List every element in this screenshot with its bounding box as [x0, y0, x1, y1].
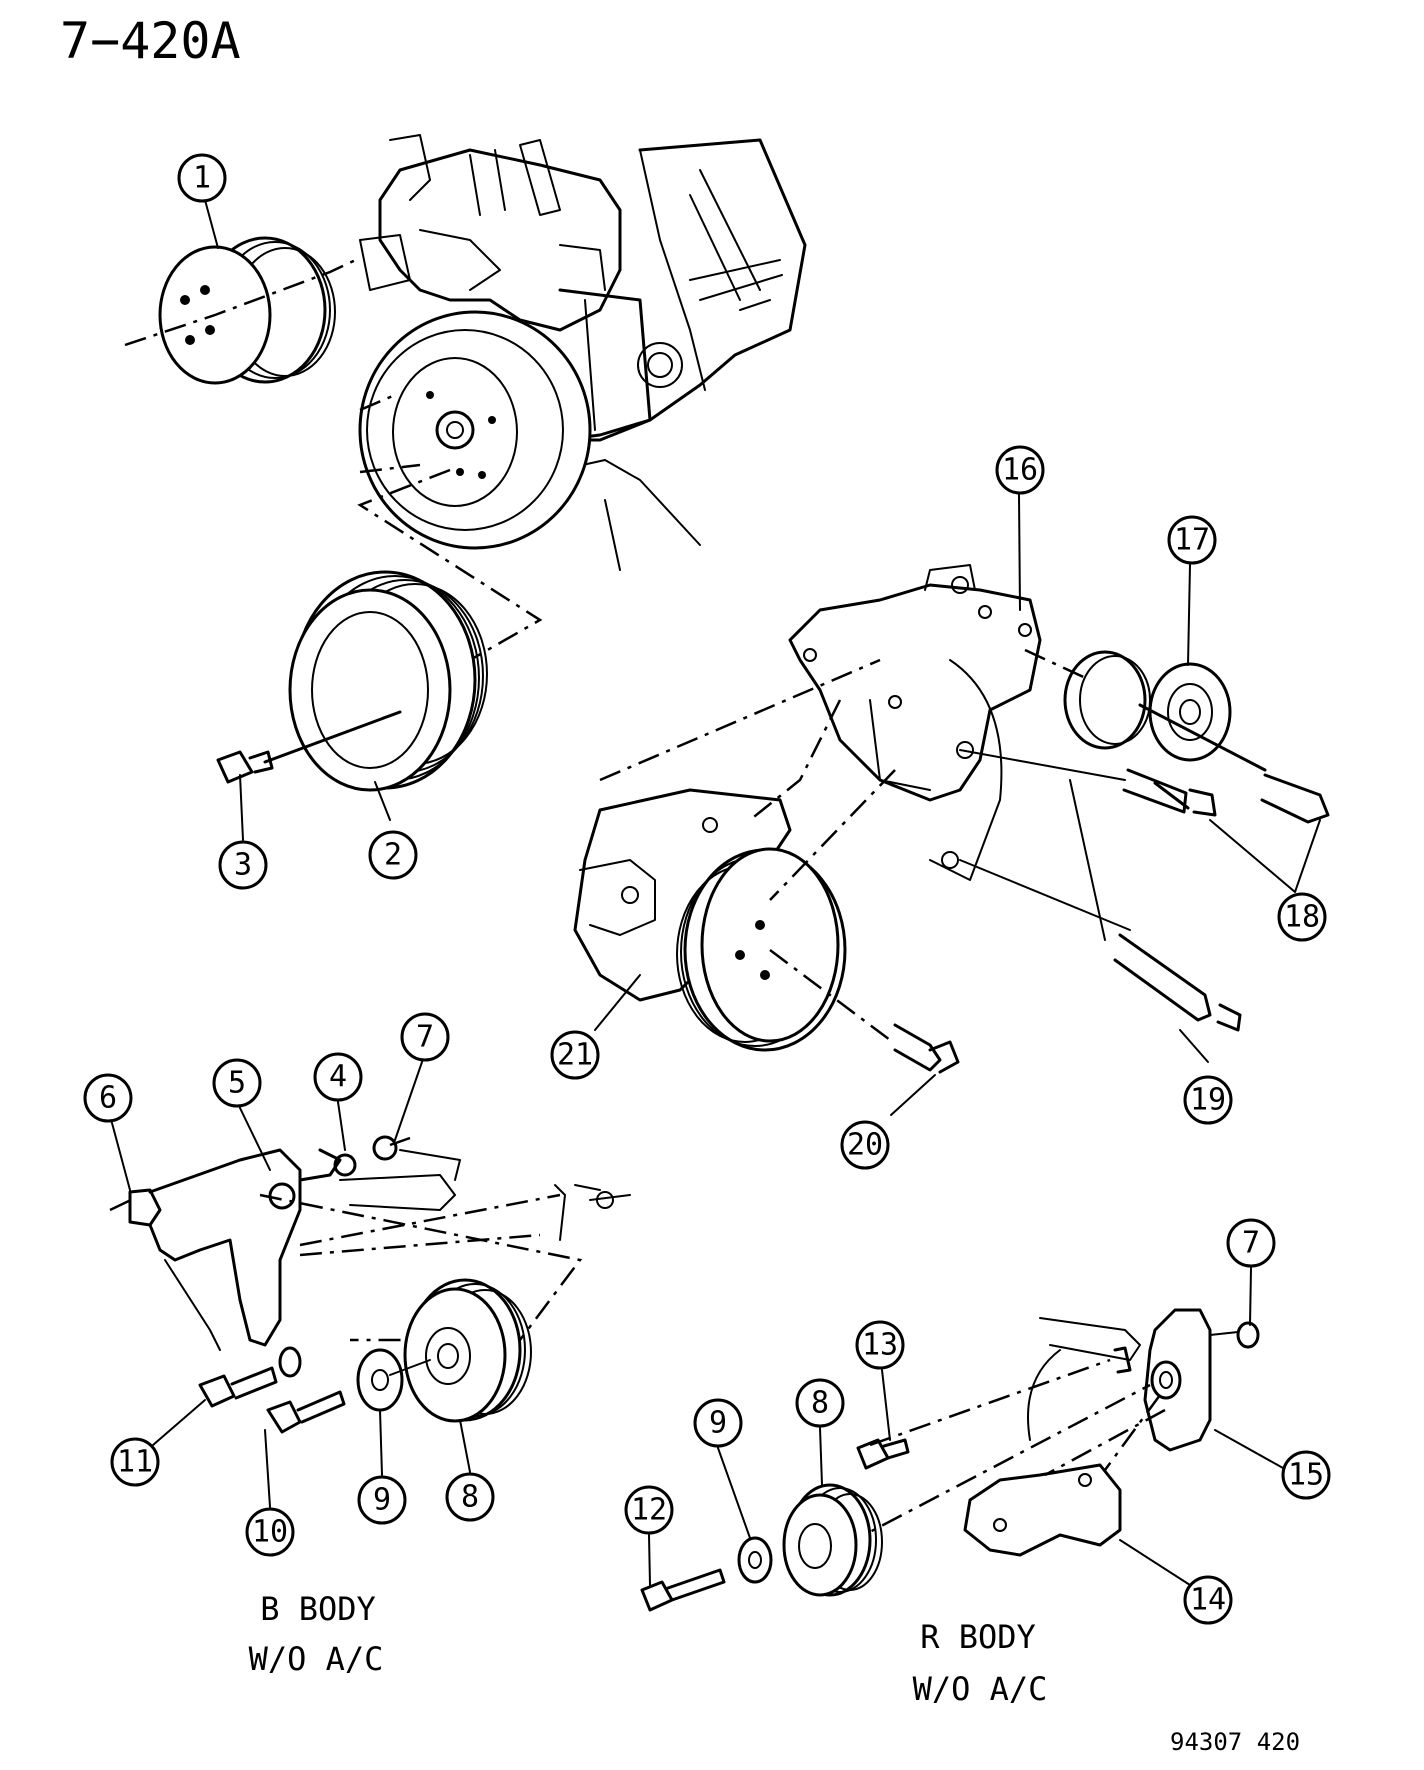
figure-id: 94307 420 — [1170, 1728, 1300, 1756]
idler-bracket-drawing — [573, 564, 1330, 1074]
callout-5: 5 — [212, 1058, 262, 1108]
callout-10: 10 — [245, 1507, 295, 1557]
callout-3: 3 — [218, 840, 268, 890]
callout-7-r-body-label: 7 — [1242, 1226, 1260, 1261]
callout-4-label: 4 — [329, 1060, 347, 1095]
callout-19: 19 — [1183, 1075, 1233, 1125]
callout-9-label: 9 — [373, 1483, 391, 1518]
callout-14: 14 — [1183, 1575, 1233, 1625]
page-number: 7−420A — [60, 12, 241, 70]
callout-8-r-body: 8 — [795, 1378, 845, 1428]
callout-7: 7 — [400, 1012, 450, 1062]
callout-8-r-body-label: 8 — [811, 1386, 829, 1421]
callout-19-label: 19 — [1190, 1083, 1226, 1118]
callout-17: 17 — [1167, 515, 1217, 565]
caption-b-body-line2: W/O A/C — [249, 1640, 384, 1678]
callout-15-label: 15 — [1288, 1458, 1324, 1493]
leader-lines — [111, 199, 1321, 1586]
callout-11: 11 — [110, 1437, 160, 1487]
callout-9-r-body: 9 — [693, 1398, 743, 1448]
callout-7-label: 7 — [416, 1020, 434, 1055]
callout-2-label: 2 — [384, 838, 402, 873]
callout-21: 21 — [550, 1030, 600, 1080]
caption-b-body: B BODY W/O A/C — [249, 1590, 384, 1678]
callout-5-label: 5 — [228, 1066, 246, 1101]
callout-12: 12 — [624, 1485, 674, 1535]
callout-12-label: 12 — [631, 1493, 667, 1528]
r-body-drawing — [640, 1308, 1260, 1612]
callout-8: 8 — [445, 1472, 495, 1522]
callout-17-label: 17 — [1174, 523, 1210, 558]
callout-4: 4 — [313, 1052, 363, 1102]
callout-11-label: 11 — [117, 1445, 153, 1480]
callout-7-r-body: 7 — [1226, 1218, 1276, 1268]
callout-1: 1 — [177, 153, 227, 203]
callout-16: 16 — [995, 445, 1045, 495]
callout-15: 15 — [1281, 1450, 1331, 1500]
callout-16-label: 16 — [1002, 453, 1038, 488]
callout-18-label: 18 — [1284, 900, 1320, 935]
caption-r-body-line1: R BODY — [920, 1618, 1036, 1656]
caption-r-body: R BODY W/O A/C — [913, 1618, 1048, 1708]
caption-r-body-line2: W/O A/C — [913, 1670, 1048, 1708]
engine-assembly-drawing — [124, 134, 807, 662]
callout-2: 2 — [368, 830, 418, 880]
callout-9-r-body-label: 9 — [709, 1406, 727, 1441]
pulley-2-drawing — [216, 570, 488, 792]
callout-1-label: 1 — [193, 161, 211, 196]
callout-18: 18 — [1277, 892, 1327, 942]
callout-13: 13 — [855, 1320, 905, 1370]
callout-9: 9 — [357, 1475, 407, 1525]
callout-14-label: 14 — [1190, 1583, 1226, 1618]
callout-3-label: 3 — [234, 848, 252, 883]
callout-6: 6 — [83, 1073, 133, 1123]
callout-21-label: 21 — [557, 1038, 593, 1073]
callout-6-label: 6 — [99, 1081, 117, 1116]
callout-8-label: 8 — [461, 1480, 479, 1515]
caption-b-body-line1: B BODY — [260, 1590, 376, 1628]
callout-13-label: 13 — [862, 1328, 898, 1363]
callout-20: 20 — [840, 1120, 890, 1170]
callout-10-label: 10 — [252, 1515, 288, 1550]
callout-20-label: 20 — [847, 1128, 883, 1163]
b-body-drawing — [109, 1135, 631, 1434]
